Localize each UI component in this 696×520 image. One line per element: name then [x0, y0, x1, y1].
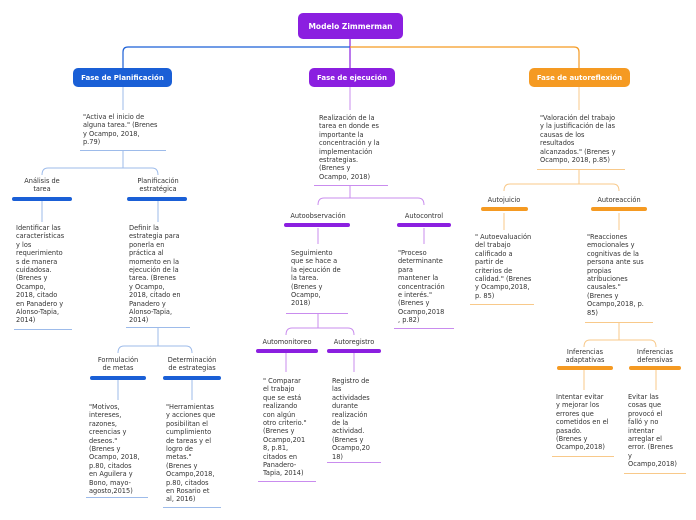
analisis-tarea-underline [14, 329, 72, 330]
autocontrol-text: "Proceso determinante para mantener la c… [398, 249, 445, 325]
inferencias-defensivas-bar [629, 366, 681, 370]
determinacion-estrategias-bar [163, 376, 221, 380]
autoobservacion-label[interactable]: Autoobservación [290, 212, 346, 220]
ejecucion-description: Realización de la tarea en donde es impo… [319, 114, 380, 181]
formulacion-metas-underline [86, 497, 148, 498]
automonitoreo-label[interactable]: Automonitoreo [262, 338, 312, 346]
phase-planificacion-node[interactable]: Fase de Planificación [73, 68, 172, 87]
autojuicio-bar [481, 207, 528, 211]
autoobservacion-bar [284, 223, 350, 227]
autoobservacion-text: Seguimiento que se hace a la ejecución d… [291, 249, 341, 308]
determinacion-estrategias-underline [163, 507, 221, 508]
autojuicio-text: " Autoevaluación del trabajo calificado … [475, 233, 532, 300]
formulacion-metas-label[interactable]: Formulación de metas [97, 356, 139, 373]
analisis-tarea-bar [12, 197, 72, 201]
determinacion-estrategias-label[interactable]: Determinación de estrategias [167, 356, 217, 373]
phase-ejecucion-node[interactable]: Fase de ejecución [309, 68, 395, 87]
determinacion-estrategias-text: "Herramientas y acciones que posibilitan… [166, 403, 216, 504]
autojuicio-label[interactable]: Autojuicio [487, 196, 521, 204]
autocontrol-bar [397, 223, 451, 227]
automonitoreo-text: " Comparar el trabajo que se está realiz… [263, 377, 307, 478]
ejecucion-description-underline [314, 185, 388, 186]
autoreaccion-text: "Reacciones emocionales y cognitivas de … [587, 233, 644, 317]
autojuicio-underline [470, 304, 534, 305]
inferencias-adaptativas-text: Intentar evitar y mejorar los errores qu… [556, 393, 609, 452]
root-node[interactable]: Modelo Zimmerman [298, 13, 403, 39]
analisis-tarea-label[interactable]: Análisis de tarea [24, 177, 60, 194]
planificacion-estrategica-underline [126, 327, 190, 328]
automonitoreo-underline [258, 481, 316, 482]
formulacion-metas-bar [90, 376, 146, 380]
planificacion-estrategica-bar [127, 197, 187, 201]
autoregistro-underline [327, 462, 381, 463]
autoregistro-label[interactable]: Autoregistro [333, 338, 375, 346]
autoreaccion-label[interactable]: Autoreacción [597, 196, 641, 204]
autorreflexion-description-underline [537, 169, 625, 170]
autoregistro-text: Registro de las actividades durante real… [332, 377, 370, 461]
autoregistro-bar [327, 349, 381, 353]
autoobservacion-underline [286, 313, 348, 314]
planificacion-description-underline [80, 150, 166, 151]
inferencias-adaptativas-label[interactable]: Inferencias adaptativas [565, 348, 605, 365]
autoreaccion-bar [591, 207, 647, 211]
analisis-tarea-text: Identificar las características y los re… [16, 224, 65, 325]
autocontrol-label[interactable]: Autocontrol [404, 212, 444, 220]
planificacion-estrategica-text: Definir la estrategia para ponerla en pr… [129, 224, 181, 325]
autorreflexion-description: "Valoración del trabajo y la justificaci… [540, 114, 616, 165]
inferencias-defensivas-label[interactable]: Inferencias defensivas [636, 348, 674, 365]
phase-autorreflexion-node[interactable]: Fase de autoreflexión [529, 68, 630, 87]
formulacion-metas-text: "Motivos, intereses, razones, creencias … [89, 403, 140, 496]
inferencias-adaptativas-underline [552, 456, 614, 457]
inferencias-defensivas-underline [624, 473, 686, 474]
inferencias-adaptativas-bar [557, 366, 613, 370]
autoreaccion-underline [585, 322, 653, 323]
inferencias-defensivas-text: Evitar las cosas que provocó el falló y … [628, 393, 677, 469]
planificacion-estrategica-label[interactable]: Planificación estratégica [137, 177, 179, 194]
automonitoreo-bar [256, 349, 318, 353]
planificacion-description: "Activa el inicio de alguna tarea." (Bre… [83, 113, 158, 147]
autocontrol-underline [394, 328, 454, 329]
